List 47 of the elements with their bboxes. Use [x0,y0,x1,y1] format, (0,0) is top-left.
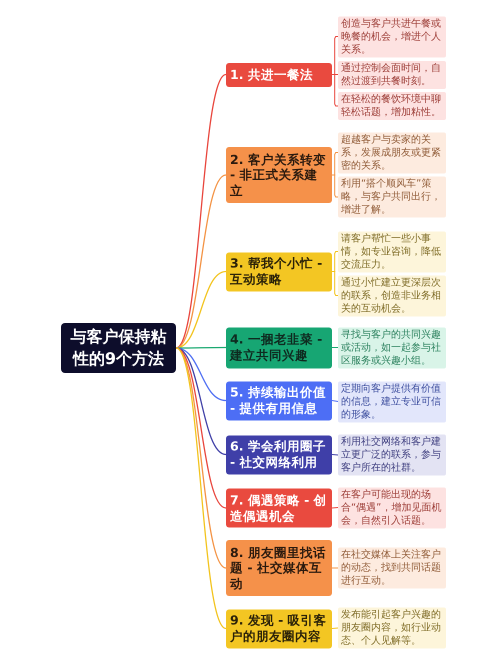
note-text: 超越客户与卖家的关系，发展成朋友或更紧密的关系。 [341,133,442,172]
connector-line [332,152,338,176]
connector-line [332,174,338,198]
note-text: 在社交媒体上关注客户的动态，找到共同话题进行互动。 [341,548,442,588]
connector-line [332,507,338,508]
branch-card [226,252,332,291]
note-text: 请客户帮忙一些小事情，如专业咨询，降低交流压力。 [341,232,442,271]
note-text: 通过小忙建立更深层次的联系，创造非业务相关的互动机会。 [341,276,442,315]
connector-line [176,174,226,349]
note-text: 在轻松的餐饮环境中聊轻松话题，增加粘性。 [341,93,442,119]
central-topic-card [61,323,176,373]
branch-title: 3. 帮我个小忙 - 互动策略 [230,256,324,288]
connector-line [176,347,226,569]
note-text: 利用社交网络和客户建立更广泛的联系，参与客户所在的社群。 [341,436,442,474]
connector-line [332,628,338,629]
connector-line [332,251,338,272]
branch-title: 5. 持续输出价值 - 提供有用信息 [230,384,327,416]
branch-title: 7. 偶遇策略 - 创造偶遇机会 [230,492,328,524]
note-text: 在客户可能出现的场合“偶遇”，增加见面机会，自然引入话题。 [341,488,442,527]
branch-title: 6. 学会利用圈子 - 社交网络利用 [230,438,327,470]
connector-line [332,400,338,402]
connector-line [332,74,338,106]
branch-card [226,381,332,420]
branch-title: 8. 朋友圈里找话题 - 社交媒体互动 [230,544,327,592]
branch-card [226,435,332,474]
connector-line [332,36,338,75]
connector-line [176,74,226,348]
note-text: 利用“搭个顺风车”策略，与客户共同出行，增进了解。 [341,178,442,216]
note-text: 创造与客户共进午餐或晚餐的机会，增进个人关系。 [341,17,442,56]
branch-card [226,62,332,86]
branch-title: 1. 共进一餐法 [230,66,313,82]
branch-title: 2. 客户关系转变 - 非正式关系建立 [230,152,327,198]
connector-line [176,270,226,349]
note-text: 寻找与客户的共同兴趣或活动，如一起参与社区服务或兴趣小组。 [341,328,442,367]
branch-card [226,327,332,368]
connector-line [332,454,338,456]
connector-line [176,347,226,402]
note-text: 通过控制会面时间，自然过渡到共餐时刻。 [341,62,442,88]
connector-line [176,348,226,629]
connector-line [332,347,338,348]
connector-line [176,347,226,456]
note-text: 发布能引起客户兴趣的朋友圈内容，如行业动态、个人见解等。 [341,608,442,648]
connector-line [332,271,338,296]
central-topic-title: 与客户保持粘性的9个方法 [70,326,168,370]
note-text: 定期向客户提供有价值的信息，建立专业可信的形象。 [341,382,442,421]
branch-title: 9. 发现 - 吸引客户的朋友圈内容 [230,612,328,644]
branch-title: 4. 一捆老韭菜 - 建立共同兴趣 [230,332,324,364]
